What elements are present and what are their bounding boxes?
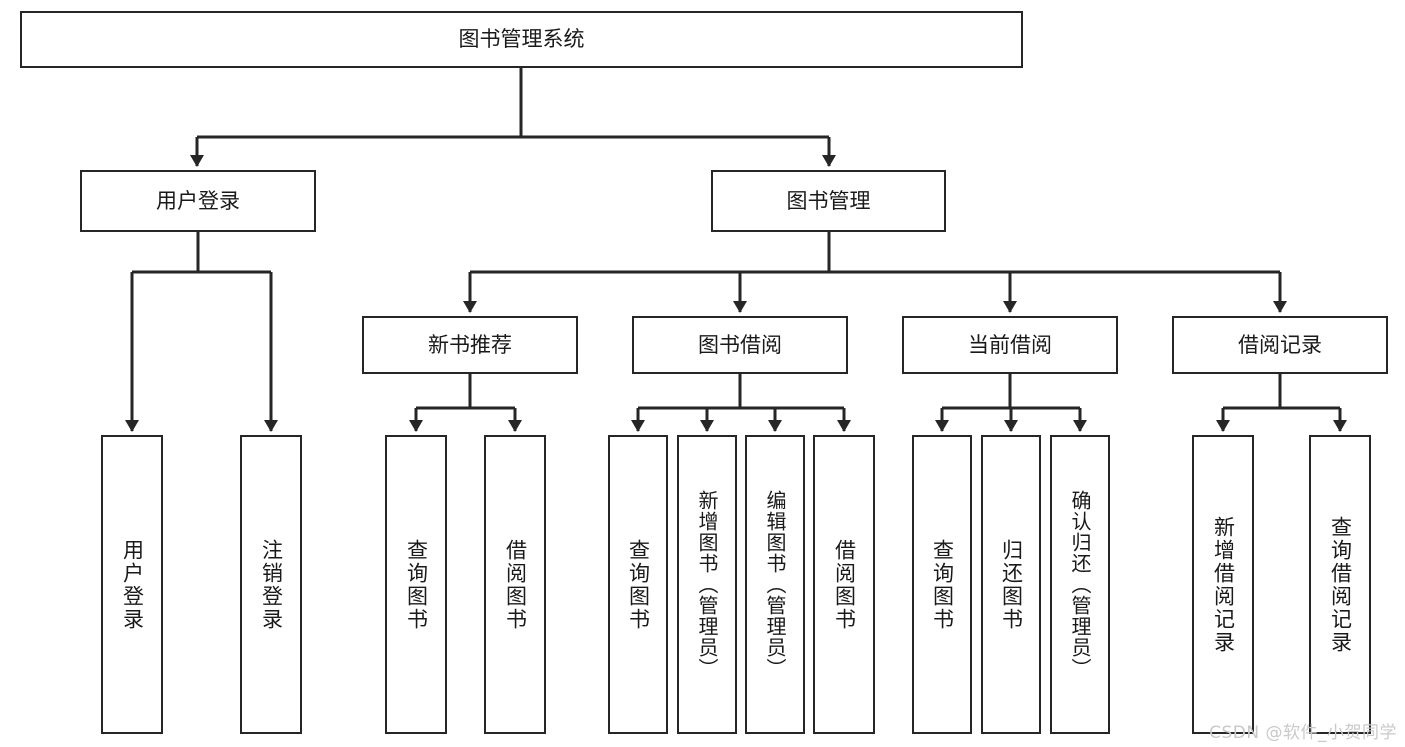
leaf-recommend-borrow-book-label: 借阅图书 <box>503 538 528 631</box>
leaf-borrow-query-book-label: 查询图书 <box>626 538 651 631</box>
leaf-current-confirm-return-admin[interactable]: 确认归还（管理员） <box>1050 435 1110 734</box>
node-root-label: 图书管理系统 <box>458 27 585 52</box>
leaf-current-return-book-label: 归还图书 <box>999 538 1024 631</box>
edges-book-borrow <box>631 374 851 432</box>
leaf-current-query-book-label: 查询图书 <box>930 538 955 631</box>
node-book-borrow[interactable]: 图书借阅 <box>632 316 848 374</box>
leaf-user-login[interactable]: 用户登录 <box>101 435 163 734</box>
node-root[interactable]: 图书管理系统 <box>20 11 1023 68</box>
edges-user-login <box>125 232 278 432</box>
leaf-borrow-query-book[interactable]: 查询图书 <box>608 435 668 734</box>
leaf-record-add-borrow-record-label: 新增借阅记录 <box>1211 515 1236 654</box>
leaf-borrow-add-book-admin[interactable]: 新增图书（管理员） <box>677 435 737 734</box>
leaf-record-query-borrow-record-label: 查询借阅记录 <box>1328 515 1353 654</box>
node-new-book-recommend-label: 新书推荐 <box>428 332 512 357</box>
node-book-manage-label: 图书管理 <box>786 188 871 213</box>
leaf-user-logout[interactable]: 注销登录 <box>240 435 302 734</box>
edges-root-level2 <box>190 68 836 167</box>
leaf-current-return-book[interactable]: 归还图书 <box>981 435 1041 734</box>
leaf-recommend-query-book-label: 查询图书 <box>404 538 429 631</box>
leaf-borrow-edit-book-admin-label: 编辑图书（管理员） <box>763 490 787 679</box>
edges-borrow-record <box>1216 374 1347 432</box>
node-new-book-recommend[interactable]: 新书推荐 <box>362 316 578 374</box>
leaf-borrow-borrow-book[interactable]: 借阅图书 <box>813 435 875 734</box>
node-user-login[interactable]: 用户登录 <box>80 170 316 232</box>
leaf-user-login-label: 用户登录 <box>120 538 145 631</box>
node-book-manage[interactable]: 图书管理 <box>711 170 946 232</box>
edges-book-manage <box>463 232 1287 313</box>
leaf-recommend-query-book[interactable]: 查询图书 <box>385 435 447 734</box>
node-current-borrow-label: 当前借阅 <box>968 332 1052 357</box>
leaf-current-query-book[interactable]: 查询图书 <box>912 435 972 734</box>
leaf-record-add-borrow-record[interactable]: 新增借阅记录 <box>1192 435 1254 734</box>
edges-current-borrow <box>935 374 1087 432</box>
node-user-login-label: 用户登录 <box>156 188 240 213</box>
node-current-borrow[interactable]: 当前借阅 <box>902 316 1118 374</box>
leaf-record-query-borrow-record[interactable]: 查询借阅记录 <box>1309 435 1371 734</box>
leaf-user-logout-label: 注销登录 <box>259 538 284 631</box>
edges-new-book-rec <box>409 374 522 432</box>
node-borrow-record-label: 借阅记录 <box>1238 332 1322 357</box>
leaf-borrow-borrow-book-label: 借阅图书 <box>832 538 857 631</box>
leaf-current-confirm-return-admin-label: 确认归还（管理员） <box>1068 490 1092 679</box>
leaf-borrow-edit-book-admin[interactable]: 编辑图书（管理员） <box>745 435 805 734</box>
node-book-borrow-label: 图书借阅 <box>698 332 782 357</box>
node-borrow-record[interactable]: 借阅记录 <box>1172 316 1388 374</box>
leaf-recommend-borrow-book[interactable]: 借阅图书 <box>484 435 546 734</box>
leaf-borrow-add-book-admin-label: 新增图书（管理员） <box>695 490 719 679</box>
